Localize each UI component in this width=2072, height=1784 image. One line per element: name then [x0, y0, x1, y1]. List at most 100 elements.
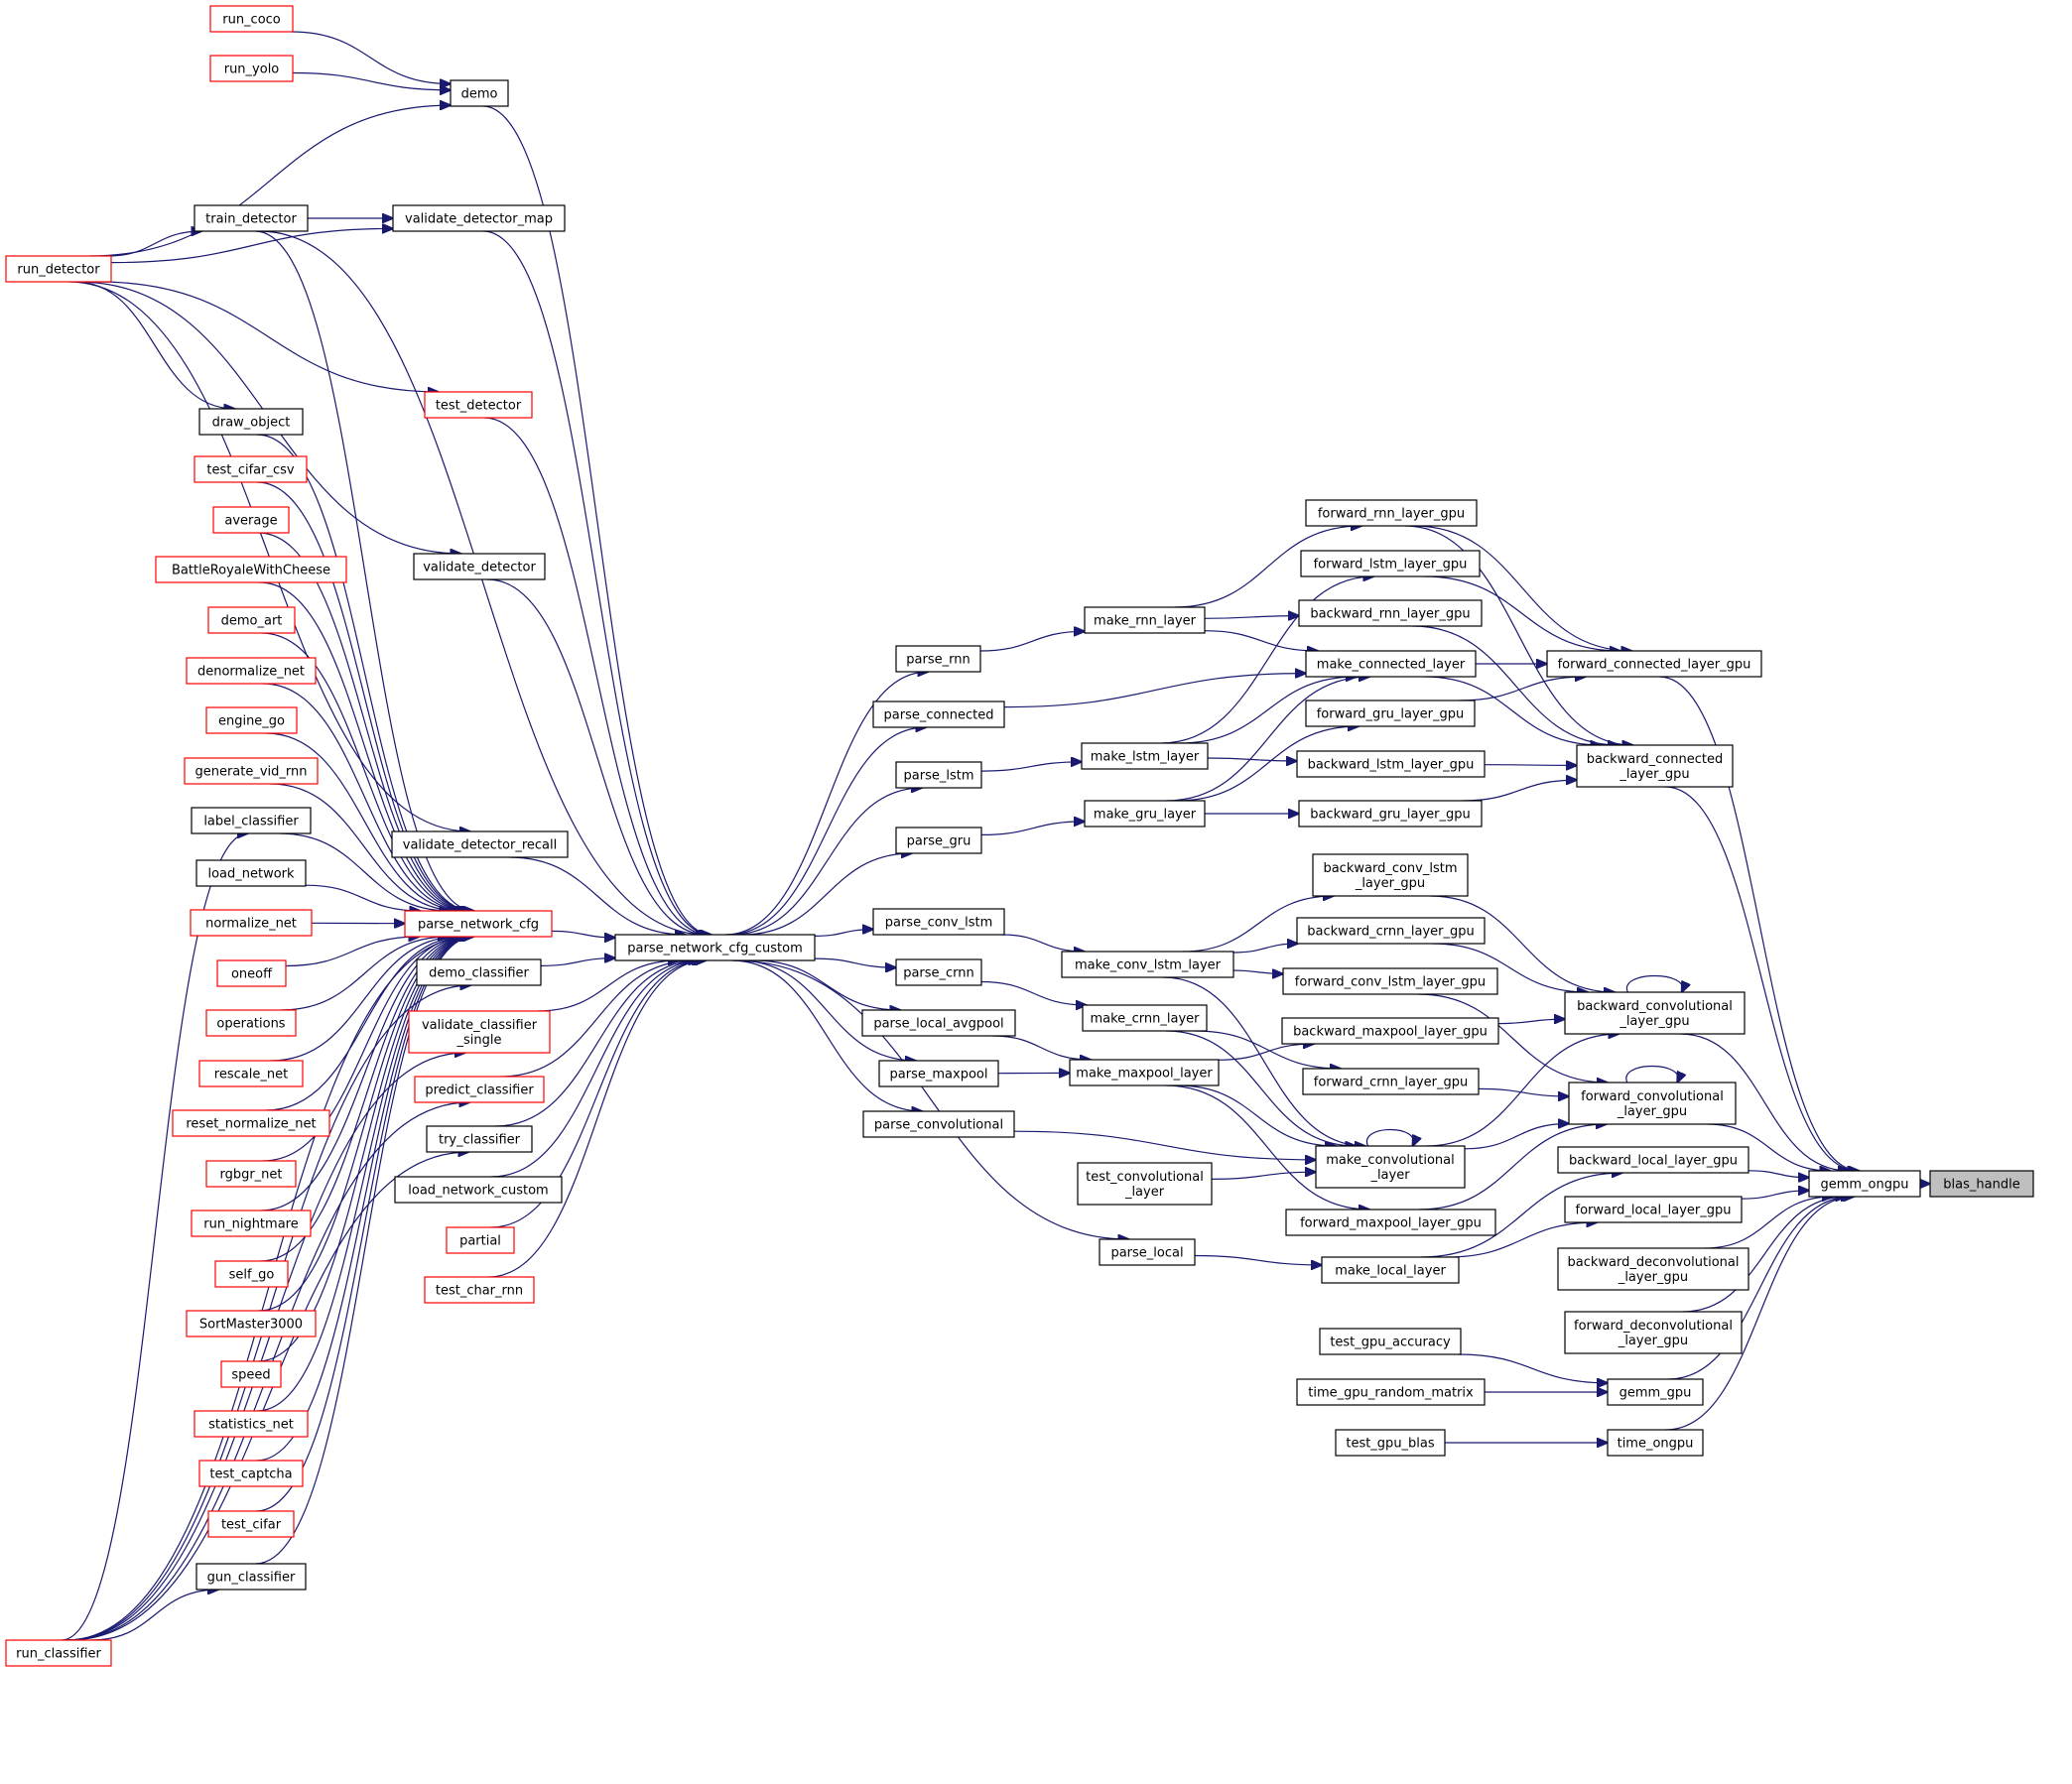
node-box[interactable]: [1081, 742, 1209, 770]
node-box[interactable]: [1607, 1378, 1704, 1406]
node-box[interactable]: [194, 204, 309, 232]
node-test_gpu_accuracy[interactable]: test_gpu_accuracy: [1319, 1328, 1462, 1355]
node-oneoff[interactable]: oneoff: [216, 959, 287, 987]
node-box[interactable]: [1315, 1145, 1466, 1189]
node-make_lstm_layer[interactable]: make_lstm_layer: [1081, 742, 1209, 770]
node-forward_connected_layer_gpu[interactable]: forward_connected_layer_gpu: [1546, 650, 1762, 678]
node-test_convolutional_layer[interactable]: test_convolutional_layer: [1077, 1162, 1213, 1206]
node-parse_gru[interactable]: parse_gru: [895, 827, 982, 854]
node-make_connected_layer[interactable]: make_connected_layer: [1305, 650, 1477, 678]
node-backward_connected_layer_gpu[interactable]: backward_connected_layer_gpu: [1576, 744, 1734, 788]
node-box[interactable]: [205, 1160, 297, 1188]
node-box[interactable]: [1929, 1170, 2034, 1198]
node-box[interactable]: [205, 706, 298, 734]
node-box[interactable]: [1298, 599, 1483, 627]
node-test_char_rnn[interactable]: test_char_rnn: [424, 1276, 535, 1304]
node-box[interactable]: [1576, 744, 1734, 788]
node-box[interactable]: [5, 1639, 112, 1667]
node-box[interactable]: [1077, 1162, 1213, 1206]
node-box[interactable]: [1069, 1059, 1220, 1086]
node-make_convolutional_layer[interactable]: make_convolutional_layer: [1315, 1145, 1466, 1189]
node-test_captcha[interactable]: test_captcha: [198, 1460, 304, 1487]
node-parse_maxpool[interactable]: parse_maxpool: [878, 1060, 999, 1087]
node-engine_go[interactable]: engine_go: [205, 706, 298, 734]
node-make_crnn_layer[interactable]: make_crnn_layer: [1082, 1004, 1208, 1032]
node-make_rnn_layer[interactable]: make_rnn_layer: [1084, 606, 1206, 634]
node-backward_local_layer_gpu[interactable]: backward_local_layer_gpu: [1557, 1146, 1749, 1174]
node-forward_gru_layer_gpu[interactable]: forward_gru_layer_gpu: [1305, 700, 1476, 727]
node-box[interactable]: [216, 959, 287, 987]
node-box[interactable]: [1568, 1082, 1737, 1125]
node-average[interactable]: average: [212, 506, 290, 534]
node-parse_convolutional[interactable]: parse_convolutional: [862, 1110, 1015, 1138]
node-operations[interactable]: operations: [205, 1009, 297, 1037]
node-test_cifar_csv[interactable]: test_cifar_csv: [194, 455, 308, 483]
node-generate_vid_rnn[interactable]: generate_vid_rnn: [184, 757, 319, 785]
node-rgbgr_net[interactable]: rgbgr_net: [205, 1160, 297, 1188]
node-box[interactable]: [190, 909, 313, 937]
node-box[interactable]: [895, 761, 982, 789]
node-box[interactable]: [424, 1276, 535, 1304]
node-backward_conv_lstm_layer_gpu[interactable]: backward_conv_lstm_layer_gpu: [1312, 853, 1469, 897]
node-make_maxpool_layer[interactable]: make_maxpool_layer: [1069, 1059, 1220, 1086]
node-box[interactable]: [413, 553, 546, 580]
node-validate_detector_recall[interactable]: validate_detector_recall: [391, 830, 569, 858]
node-box[interactable]: [404, 910, 553, 938]
node-box[interactable]: [1298, 800, 1483, 828]
node-parse_network_cfg_custom[interactable]: parse_network_cfg_custom: [614, 934, 816, 961]
node-box[interactable]: [1084, 606, 1206, 634]
node-box[interactable]: [426, 1125, 533, 1153]
node-gun_classifier[interactable]: gun_classifier: [195, 1563, 307, 1591]
node-box[interactable]: [198, 1460, 304, 1487]
node-box[interactable]: [1546, 650, 1762, 678]
node-validate_detector_map[interactable]: validate_detector_map: [392, 204, 566, 232]
node-forward_conv_lstm_layer_gpu[interactable]: forward_conv_lstm_layer_gpu: [1282, 967, 1498, 995]
node-box[interactable]: [1084, 800, 1206, 828]
node-validate_classifier_single[interactable]: validate_classifier_single: [408, 1010, 551, 1054]
node-draw_object[interactable]: draw_object: [198, 408, 304, 436]
node-box[interactable]: [207, 1510, 295, 1538]
node-predict_classifier[interactable]: predict_classifier: [414, 1076, 545, 1103]
node-box[interactable]: [172, 1109, 330, 1137]
node-test_detector[interactable]: test_detector: [424, 391, 533, 419]
node-box[interactable]: [212, 506, 290, 534]
node-backward_rnn_layer_gpu[interactable]: backward_rnn_layer_gpu: [1298, 599, 1483, 627]
node-parse_lstm[interactable]: parse_lstm: [895, 761, 982, 789]
node-box[interactable]: [1564, 1196, 1743, 1223]
node-box[interactable]: [1335, 1429, 1446, 1457]
node-box[interactable]: [1564, 991, 1746, 1035]
node-box[interactable]: [446, 1226, 515, 1254]
node-box[interactable]: [155, 556, 347, 583]
node-demo_classifier[interactable]: demo_classifier: [416, 958, 542, 986]
node-box[interactable]: [195, 859, 307, 887]
node-parse_local_avgpool[interactable]: parse_local_avgpool: [861, 1009, 1016, 1037]
node-speed[interactable]: speed: [220, 1360, 282, 1388]
node-test_cifar[interactable]: test_cifar: [207, 1510, 295, 1538]
node-make_local_layer[interactable]: make_local_layer: [1321, 1256, 1460, 1284]
node-box[interactable]: [872, 908, 1005, 936]
node-box[interactable]: [1319, 1328, 1462, 1355]
node-box[interactable]: [5, 255, 112, 283]
node-box[interactable]: [191, 807, 312, 834]
node-blas_handle[interactable]: blas_handle: [1929, 1170, 2034, 1198]
node-backward_crnn_layer_gpu[interactable]: backward_crnn_layer_gpu: [1296, 917, 1486, 945]
node-time_ongpu[interactable]: time_ongpu: [1607, 1429, 1704, 1457]
node-box[interactable]: [392, 204, 566, 232]
node-box[interactable]: [209, 55, 294, 82]
node-forward_deconvolutional_layer_gpu[interactable]: forward_deconvolutional_layer_gpu: [1564, 1311, 1743, 1354]
node-parse_connected[interactable]: parse_connected: [872, 701, 1005, 728]
node-box[interactable]: [1099, 1238, 1196, 1266]
node-box[interactable]: [220, 1360, 282, 1388]
node-box[interactable]: [198, 408, 304, 436]
node-demo_art[interactable]: demo_art: [207, 606, 296, 634]
node-forward_local_layer_gpu[interactable]: forward_local_layer_gpu: [1564, 1196, 1743, 1223]
node-gemm_gpu[interactable]: gemm_gpu: [1607, 1378, 1704, 1406]
node-parse_local[interactable]: parse_local: [1099, 1238, 1196, 1266]
node-box[interactable]: [408, 1010, 551, 1054]
node-run_nightmare[interactable]: run_nightmare: [191, 1210, 312, 1237]
node-box[interactable]: [209, 5, 294, 33]
node-box[interactable]: [1312, 853, 1469, 897]
node-box[interactable]: [1296, 1378, 1486, 1406]
node-box[interactable]: [1321, 1256, 1460, 1284]
node-parse_crnn[interactable]: parse_crnn: [895, 958, 982, 986]
